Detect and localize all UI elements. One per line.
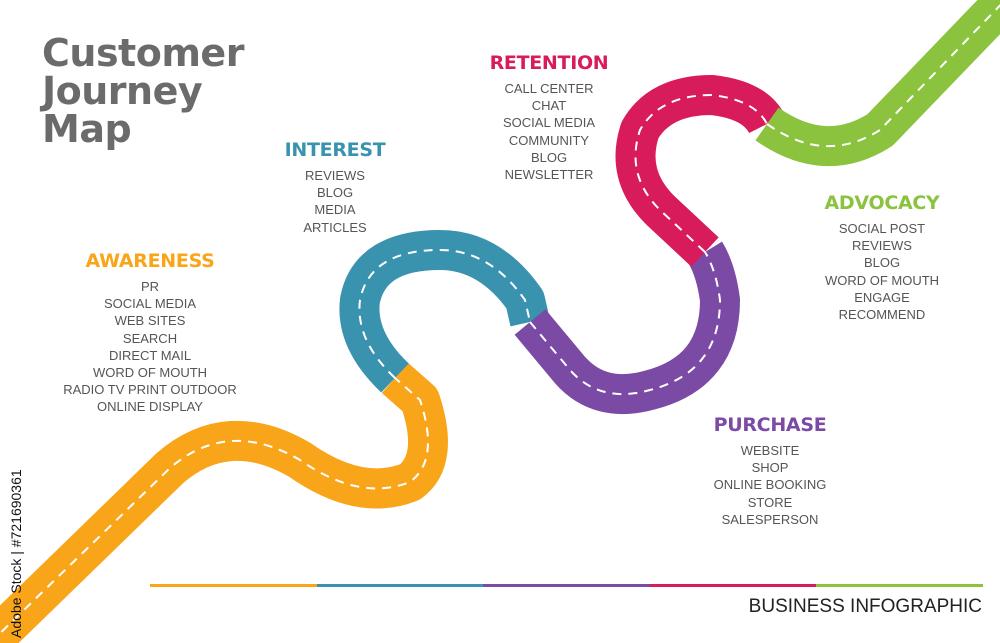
stage-title-advocacy: ADVOCACY [824,192,940,214]
stage-awareness: AWARENESS PR SOCIAL MEDIA WEB SITES SEAR… [50,250,250,416]
road-segment-purchase [514,241,740,415]
stage-item: ONLINE DISPLAY [97,399,203,415]
page-title: Customer Journey Map [42,34,244,148]
stage-item: SOCIAL MEDIA [104,296,196,312]
road-center-dashes [634,93,768,253]
stage-item: SOCIAL POST [838,221,926,236]
stage-item: BLOG [530,149,568,165]
footer-line-segment [649,584,817,587]
stage-retention: RETENTION CALL CENTER CHAT SOCIAL MEDIA … [470,52,628,183]
stock-id-label: Adobe Stock | #721690361 [8,469,24,638]
footer-line-segment [316,584,484,587]
stage-title-retention: RETENTION [489,52,609,74]
title-line-1: Customer [42,31,244,75]
footer-color-line [150,584,983,587]
stage-item: REVIEWS [852,238,912,254]
stage-item: RECOMMEND [838,307,926,323]
stage-item: RADIO TV PRINT OUTDOOR [63,382,237,398]
footer-line-segment [816,584,983,587]
stage-item: WORD OF MOUTH [824,272,940,288]
footer-label: BUSINESS INFOGRAPHIC [748,596,982,617]
road-center-dashes [529,251,722,396]
stage-item: SOCIAL MEDIA [503,115,595,131]
road-segment-interest [339,230,550,393]
stage-item: SEARCH [122,330,178,346]
stage-title-interest: INTEREST [284,139,386,161]
stage-item: WEB SITES [114,313,186,329]
title-line-3: Map [42,107,132,151]
stage-items-purchase: WEBSITE SHOP ONLINE BOOKING STORE SALESP… [695,442,845,528]
road-segment-retention [615,75,785,267]
stage-item: NEWSLETTER [504,167,594,183]
stage-item: ONLINE BOOKING [713,477,827,493]
stage-item: MEDIA [314,202,356,218]
stage-item: BLOG [316,185,354,201]
road-center-dashes [358,248,531,379]
stage-advocacy: ADVOCACY SOCIAL POST REVIEWS BLOG WORD O… [806,192,958,323]
stage-item: WORD OF MOUTH [92,365,208,381]
stage-items-awareness: PR SOCIAL MEDIA WEB SITES SEARCH DIRECT … [50,278,250,416]
stage-item: BLOG [863,255,901,271]
footer-line-segment [150,584,317,587]
road-center-dashes [766,3,1000,147]
stage-item: CALL CENTER [504,81,594,96]
stage-item: ARTICLES [303,219,367,235]
stage-title-purchase: PURCHASE [713,414,827,436]
road-segment-awareness [0,362,448,643]
stage-item: ENGAGE [854,289,910,305]
stage-item: CHAT [531,98,567,114]
stage-item: WEBSITE [740,443,800,458]
stage-item: DIRECT MAIL [108,347,192,363]
stage-interest: INTEREST REVIEWS BLOG MEDIA ARTICLES [265,139,405,236]
stage-item: REVIEWS [305,168,365,183]
footer-line-segment [483,584,650,587]
stage-item: SHOP [751,460,789,476]
stage-items-retention: CALL CENTER CHAT SOCIAL MEDIA COMMUNITY … [470,80,628,183]
title-line-2: Journey [42,69,203,113]
stage-items-advocacy: SOCIAL POST REVIEWS BLOG WORD OF MOUTH E… [806,220,958,323]
stage-item: COMMUNITY [508,132,590,148]
stage-purchase: PURCHASE WEBSITE SHOP ONLINE BOOKING STO… [695,414,845,528]
stage-item: STORE [747,494,793,510]
road-segment-advocacy [755,0,1000,166]
road-center-dashes [0,377,429,635]
stage-item: PR [140,279,160,294]
stage-item: SALESPERSON [721,511,819,527]
stage-title-awareness: AWARENESS [85,250,215,272]
stage-items-interest: REVIEWS BLOG MEDIA ARTICLES [265,167,405,236]
